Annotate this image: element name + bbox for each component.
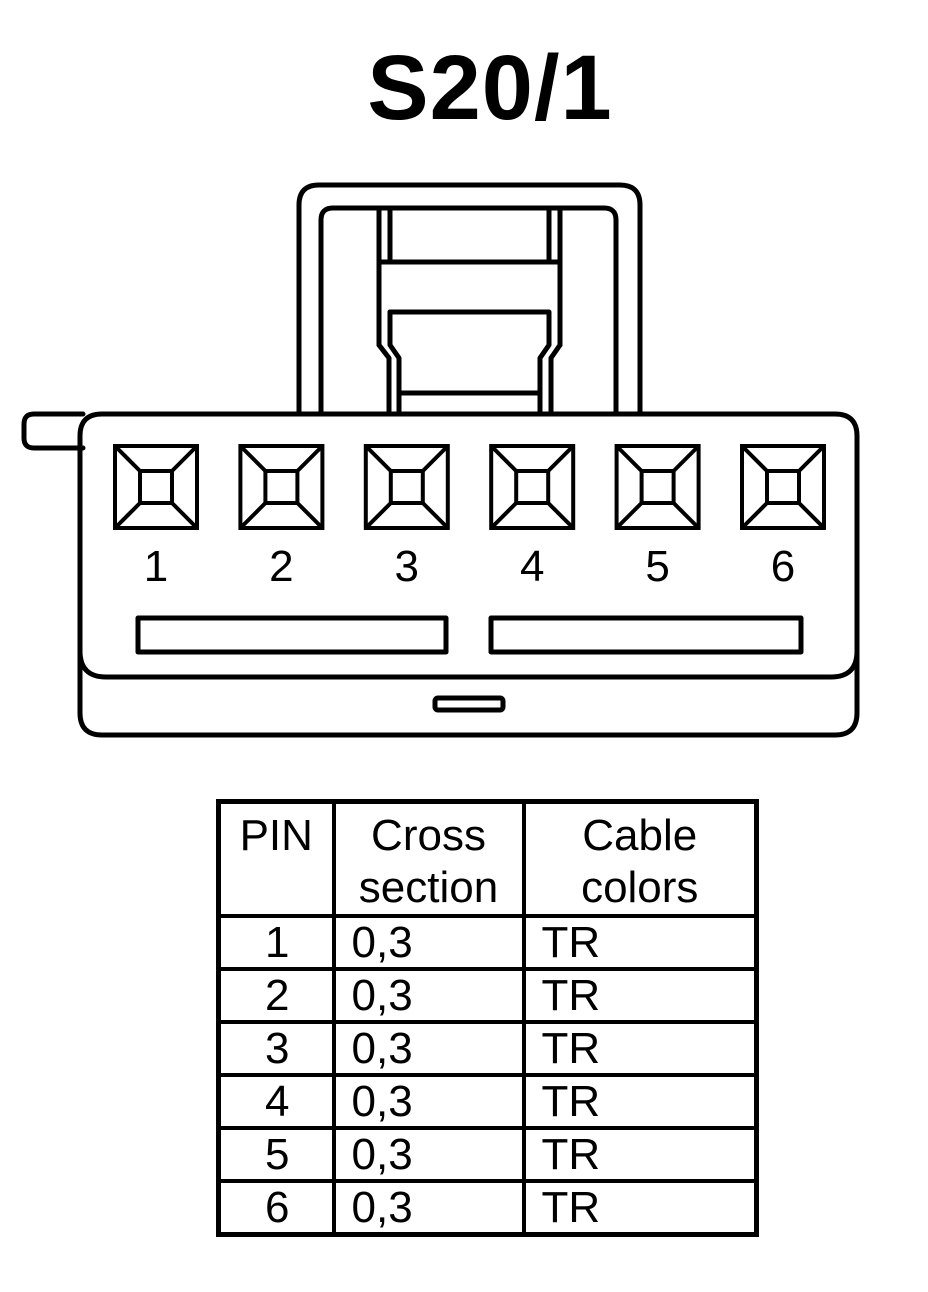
connector-latch: [296, 182, 643, 416]
pin-number-label: 4: [520, 542, 544, 591]
cell-cable-color: TR: [521, 914, 759, 971]
pin-number-label: 2: [269, 542, 293, 591]
header-cross-section: Cross section: [331, 799, 526, 918]
table-row: 3 0,3 TR: [216, 1020, 759, 1077]
connector-housing: [77, 411, 860, 738]
cell-cable-color: TR: [521, 1073, 759, 1130]
table-row: 2 0,3 TR: [216, 967, 759, 1024]
pin-cavity: [614, 444, 701, 530]
cell-pin: 5: [216, 1126, 336, 1183]
connector-drawing: 1 2 3 4 5 6: [21, 182, 860, 738]
pin-cavity: [113, 444, 199, 530]
table-row: 1 0,3 TR: [216, 914, 759, 971]
table-row: 5 0,3 TR: [216, 1126, 759, 1183]
pin-cavity: [740, 444, 826, 530]
table-header-row: PIN Cross section Cable colors: [216, 799, 759, 918]
cell-cable-color: TR: [521, 1179, 759, 1237]
cell-cable-color: TR: [521, 1020, 759, 1077]
table-row: 6 0,3 TR: [216, 1179, 759, 1237]
header-cable-colors: Cable colors: [521, 799, 759, 918]
pin-assignment-table: PIN Cross section Cable colors 1 0,3 TR …: [216, 799, 759, 1237]
connector-notch: [432, 695, 506, 713]
cell-pin: 4: [216, 1073, 336, 1130]
cell-cable-color: TR: [521, 1126, 759, 1183]
cell-cross-section: 0,3: [331, 1126, 526, 1183]
table-row: 4 0,3 TR: [216, 1073, 759, 1130]
cell-pin: 3: [216, 1020, 336, 1077]
connector-housing-ledge: [77, 648, 860, 680]
cell-cross-section: 0,3: [331, 914, 526, 971]
pin-number-label: 3: [395, 542, 419, 591]
cell-pin: 6: [216, 1179, 336, 1237]
connector-title: S20/1: [367, 37, 613, 139]
cell-cable-color: TR: [521, 967, 759, 1024]
pin-cavity: [238, 444, 325, 530]
pin-number-label: 5: [645, 542, 669, 591]
pin-cavity: [363, 444, 450, 530]
pin-cavity: [489, 444, 576, 530]
connector-side-tab: [21, 411, 86, 451]
cell-cross-section: 0,3: [331, 1020, 526, 1077]
keying-slot-right: [488, 615, 804, 655]
cell-cross-section: 0,3: [331, 1179, 526, 1237]
cell-pin: 1: [216, 914, 336, 971]
pin-number-label: 1: [144, 542, 168, 591]
header-pin: PIN: [216, 799, 336, 918]
pin-number-label: 6: [771, 542, 795, 591]
cell-cross-section: 0,3: [331, 967, 526, 1024]
cell-pin: 2: [216, 967, 336, 1024]
cell-cross-section: 0,3: [331, 1073, 526, 1130]
keying-slot-left: [135, 615, 449, 655]
